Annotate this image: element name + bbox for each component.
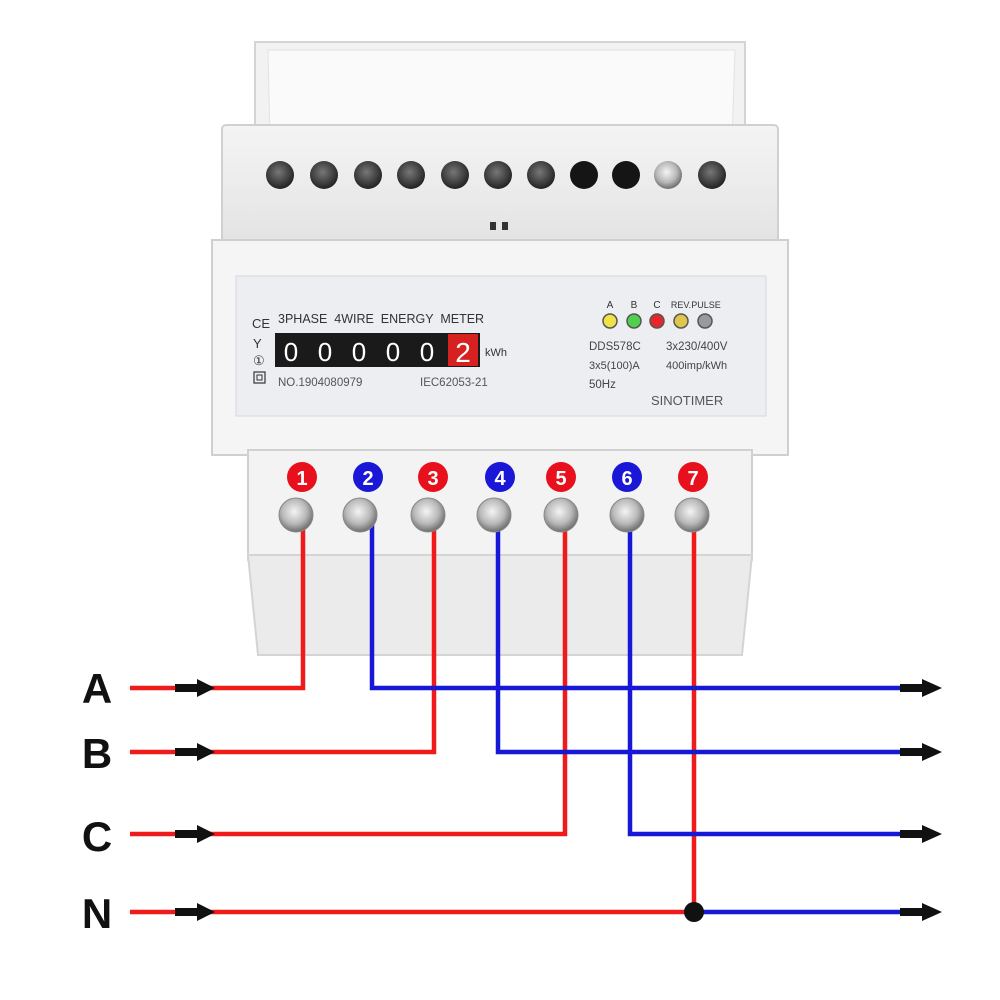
voltage-label: 3x230/400V — [666, 341, 728, 353]
indicator-label: C — [653, 300, 660, 311]
terminal-badge-7 — [678, 462, 708, 492]
counter-digit-box — [413, 336, 441, 364]
line-labels: A B C N — [82, 665, 112, 937]
indicator-led-a — [602, 313, 618, 329]
output-arrow-icon — [900, 825, 942, 843]
kwh-counter: 0 0 0 0 0 2 — [275, 333, 480, 368]
terminal-number: 1 — [296, 468, 307, 490]
terminal-screw — [476, 497, 512, 533]
input-arrow-icon — [175, 679, 215, 697]
upper-screw — [654, 161, 682, 189]
upper-screw — [484, 161, 512, 189]
wye-symbol: Y — [253, 336, 262, 351]
indicator-led-rev — [673, 313, 689, 329]
brand-label: SINOTIMER — [651, 393, 723, 408]
terminal-number: 4 — [494, 468, 506, 490]
upper-screws — [266, 161, 726, 189]
neutral-junction-dot — [684, 902, 704, 922]
terminal-number: 5 — [555, 468, 566, 490]
counter-digit-decimal: 2 — [455, 337, 471, 368]
output-arrow-icon — [900, 903, 942, 921]
terminal-screw — [342, 497, 378, 533]
indicator-label: REV. — [671, 300, 691, 310]
indicator-label: B — [631, 300, 638, 311]
terminal-badge-4 — [485, 462, 515, 492]
output-arrow-icon — [900, 679, 942, 697]
counter-digit: 0 — [318, 337, 332, 367]
arrows — [175, 679, 942, 921]
frequency-label: 50Hz — [589, 379, 616, 391]
constant-label: 400imp/kWh — [666, 360, 727, 372]
counter-unit: kWh — [485, 347, 507, 359]
line-label-b: B — [82, 730, 112, 777]
upper-screw — [570, 161, 598, 189]
upper-screw — [310, 161, 338, 189]
terminal-badge-1 — [287, 462, 317, 492]
counter-digit: 0 — [420, 337, 434, 367]
wire-c-input — [130, 520, 568, 837]
wire-b-output — [495, 520, 905, 755]
terminal-number: 7 — [687, 468, 698, 490]
counter-digit-box — [379, 336, 407, 364]
indicator-led-pulse — [697, 313, 713, 329]
upper-screw — [612, 161, 640, 189]
wire-b-input — [130, 520, 437, 755]
counter-digit: 0 — [386, 337, 400, 367]
class-mark: ① — [253, 353, 265, 368]
indicator-group: A B C REV. PULSE — [602, 300, 721, 329]
terminal-number: 3 — [427, 468, 438, 490]
upper-screw — [441, 161, 469, 189]
counter-digit: 0 — [352, 337, 366, 367]
terminal-number: 2 — [362, 468, 373, 490]
terminal-screw — [278, 497, 314, 533]
indicator-label: A — [607, 300, 614, 311]
wire-a-output — [369, 520, 905, 691]
counter-digit: 0 — [284, 337, 298, 367]
standard-label: IEC62053-21 — [420, 377, 488, 389]
line-label-n: N — [82, 890, 112, 937]
output-arrow-icon — [900, 743, 942, 761]
current-label: 3x5(100)A — [589, 360, 640, 372]
indicator-led-c — [649, 313, 665, 329]
line-label-a: A — [82, 665, 112, 712]
upper-screw — [266, 161, 294, 189]
counter-digit-box — [345, 336, 373, 364]
terminal-number: 6 — [621, 468, 632, 490]
terminal-badge-2 — [353, 462, 383, 492]
upper-screw — [698, 161, 726, 189]
ce-mark: CE — [252, 316, 270, 331]
wire-c-output — [627, 520, 905, 837]
terminal-screw — [674, 497, 710, 533]
terminal-screw — [543, 497, 579, 533]
terminal-badge-6 — [612, 462, 642, 492]
input-arrow-icon — [175, 743, 215, 761]
meter-title: 3PHASE 4WIRE ENERGY METER — [278, 312, 484, 326]
counter-digit-box — [277, 336, 305, 364]
terminal-badges: 1 2 3 4 5 6 7 — [287, 462, 708, 492]
terminal-badge-5 — [546, 462, 576, 492]
indicator-led-b — [626, 313, 642, 329]
upper-screw — [527, 161, 555, 189]
input-arrow-icon — [175, 903, 215, 921]
double-insulation-icon — [253, 371, 266, 384]
terminal-screw — [410, 497, 446, 533]
counter-digit-box — [311, 336, 339, 364]
counter-digit-box — [448, 334, 478, 366]
indicator-label: PULSE — [691, 300, 721, 310]
lower-screws — [278, 497, 710, 533]
serial-number: NO.1904080979 — [278, 377, 362, 389]
input-arrow-icon — [175, 825, 215, 843]
upper-screw — [354, 161, 382, 189]
terminal-screw — [609, 497, 645, 533]
line-label-c: C — [82, 813, 112, 860]
model-label: DDS578C — [589, 341, 641, 353]
terminal-badge-3 — [418, 462, 448, 492]
upper-screw — [397, 161, 425, 189]
